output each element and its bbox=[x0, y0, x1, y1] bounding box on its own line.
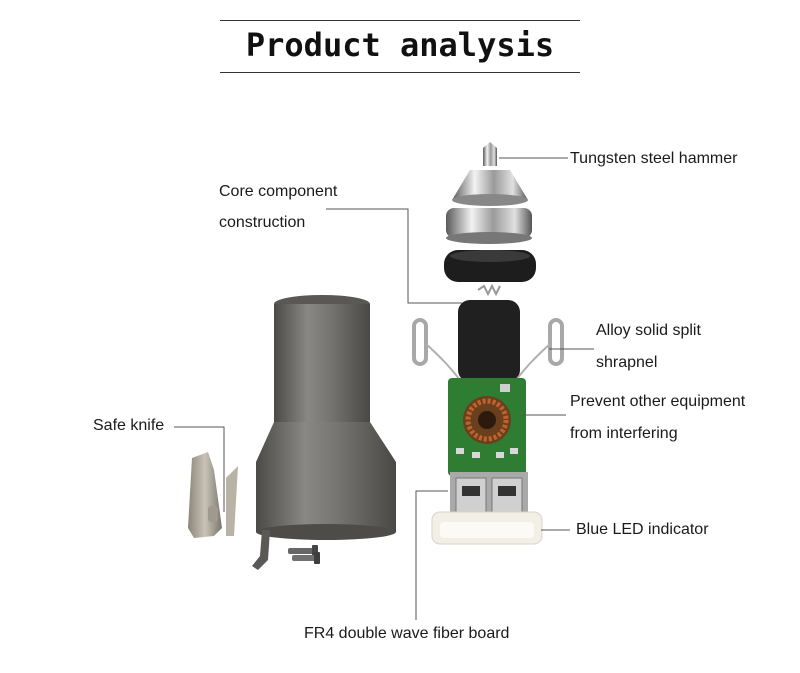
label-blue-led-indicator: Blue LED indicator bbox=[576, 521, 709, 538]
spring bbox=[477, 283, 501, 297]
chrome-cap bbox=[446, 170, 532, 244]
safe-knife bbox=[188, 452, 238, 538]
label-prevent-interference-line2: from interfering bbox=[570, 425, 678, 442]
metal-shell bbox=[252, 295, 396, 570]
shrapnel-clips bbox=[412, 318, 564, 381]
pcb-board bbox=[448, 378, 526, 476]
label-alloy-shrapnel-line2: shrapnel bbox=[596, 354, 658, 371]
title-rule-top bbox=[220, 20, 580, 21]
page-title: Product analysis bbox=[245, 26, 555, 64]
label-alloy-shrapnel-line1: Alloy solid split bbox=[596, 322, 701, 339]
label-core-component-line2: construction bbox=[219, 214, 306, 231]
label-safe-knife: Safe knife bbox=[93, 417, 165, 434]
led-light-guide bbox=[431, 511, 543, 545]
screws bbox=[288, 545, 320, 564]
label-tungsten-steel-hammer: Tungsten steel hammer bbox=[570, 150, 738, 167]
leader-lines bbox=[174, 157, 594, 620]
label-fr4-fiber-board: FR4 double wave fiber board bbox=[304, 625, 510, 642]
title-rule-bottom bbox=[220, 72, 580, 73]
rubber-ring bbox=[444, 250, 536, 282]
black-core bbox=[458, 300, 520, 382]
tungsten-pin bbox=[483, 142, 497, 166]
label-core-component-line1: Core component bbox=[219, 183, 338, 200]
label-prevent-interference-line1: Prevent other equipment bbox=[570, 393, 746, 410]
